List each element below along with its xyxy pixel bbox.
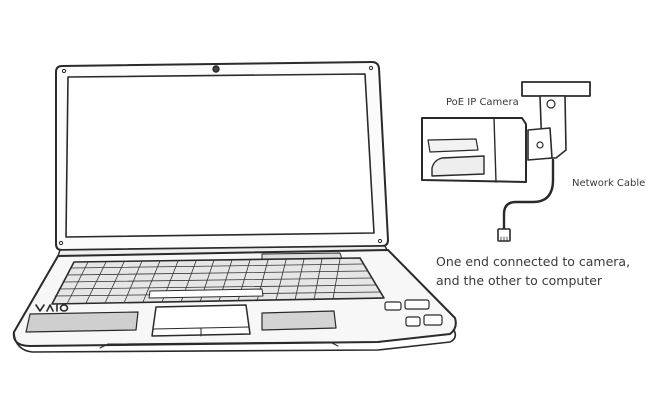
cable-line <box>502 158 555 232</box>
space-bar <box>148 288 264 299</box>
connection-note-line: and the other to computer <box>436 273 603 288</box>
touchpad-buttons <box>152 326 250 337</box>
camera-sunshield-line <box>493 117 497 183</box>
keyboard <box>51 257 385 305</box>
palm-rest-left <box>25 311 139 333</box>
laptop-front-edge <box>13 329 457 353</box>
cable-label: Network Cable <box>572 178 646 189</box>
vaio-logo <box>35 304 69 312</box>
camera-joint <box>527 127 553 161</box>
webcam-icon <box>212 65 220 73</box>
bezel-dot <box>61 68 67 74</box>
palm-rest-right <box>261 310 337 331</box>
bezel-dot <box>58 240 64 246</box>
network-cable <box>497 158 555 242</box>
camera-lens-hood <box>431 155 485 177</box>
joint-screw <box>536 141 544 149</box>
connection-note-line: One end connected to camera, <box>436 254 631 269</box>
media-button <box>405 316 421 327</box>
media-button <box>423 314 443 326</box>
bracket-screw <box>546 99 556 109</box>
bezel-dot <box>368 65 374 71</box>
poe-ip-camera <box>421 81 591 183</box>
camera-label: PoE IP Camera <box>446 97 519 108</box>
camera-mount-plate <box>521 81 591 97</box>
media-button <box>384 301 402 311</box>
media-button <box>404 299 430 310</box>
camera-front-ring <box>427 138 479 153</box>
laptop-front-line <box>99 341 339 349</box>
laptop <box>12 61 457 353</box>
laptop-screen <box>65 73 375 238</box>
rj45-pins <box>500 236 508 242</box>
connection-note: One end connected to camera, and the oth… <box>436 252 630 290</box>
bezel-dot <box>377 238 383 244</box>
